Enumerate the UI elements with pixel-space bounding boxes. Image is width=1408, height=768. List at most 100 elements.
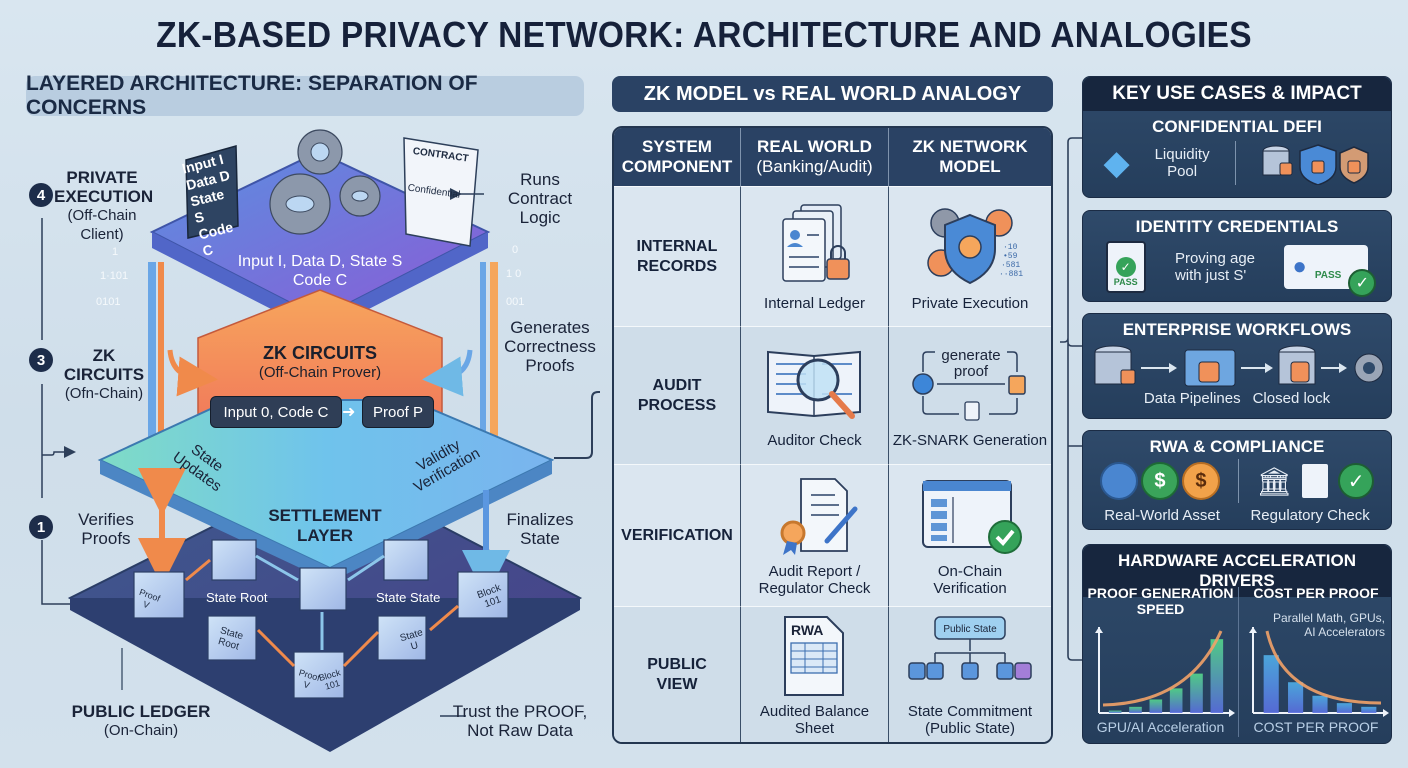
ethereum-card-icon: ◆ [1103, 144, 1130, 182]
step-1-badge: 1 [29, 515, 53, 539]
verifies-proofs-label: Verifies Proofs [78, 510, 134, 548]
digits-text: •59 [1003, 252, 1018, 261]
x-axis-arrow [1229, 709, 1235, 717]
data-pipeline-icon [1094, 345, 1384, 387]
zk-circuits-step-label: ZK CIRCUITS (Ofn-Chain) [63, 346, 145, 402]
regulatory-icons: 🏛 ✓ [1257, 463, 1375, 499]
contract-document: CONTRACT Confidential [406, 145, 470, 201]
state-tree-icon: Public State [908, 615, 1032, 680]
balance-sheet-icon: RWA [783, 615, 844, 696]
gpu-acceleration-caption: GPU/AI Acceleration [1096, 719, 1225, 735]
document-check-icon [1302, 464, 1329, 498]
confidential-defi-title: CONFIDENTIAL DEFI [1152, 117, 1322, 136]
chart-bar [1169, 688, 1183, 713]
settlement-layer-label: SETTLEMENT LAYER [268, 506, 382, 545]
enterprise-workflows-card: ENTERPRISE WORKFLOWS Data Pipelines Clos… [1082, 313, 1392, 419]
layered-architecture-heading: LAYERED ARCHITECTURE: SEPARATION OF CONC… [26, 72, 584, 119]
divider [1234, 141, 1236, 185]
chart-bar [1129, 706, 1142, 713]
column-header-real-world: REAL WORLD(Banking/Audit) [741, 128, 889, 186]
bank-icon: 🏛 [1256, 465, 1293, 497]
proof-cycle-icon: generate proof [912, 347, 1026, 421]
use-cases-bracket [1060, 137, 1082, 661]
binary-decoration: 1·101 [100, 270, 129, 282]
check-circle-icon: ✓ [1348, 269, 1377, 297]
person-icon: ● [1292, 253, 1307, 280]
rwa-captions: Real-World Asset Regulatory Check [1083, 507, 1391, 524]
trend-curve [1102, 630, 1223, 707]
closed-lock-text: Closed lock [1252, 390, 1331, 407]
chart-bar [1149, 699, 1163, 713]
chart-bar [1312, 695, 1328, 713]
rwa-compliance-title: RWA & COMPLIANCE [1149, 437, 1325, 456]
trend-curve [1265, 630, 1382, 705]
x-axis-arrow [1383, 709, 1389, 717]
verified-window-icon [922, 479, 1022, 554]
public-state-text: Public State [943, 624, 997, 635]
zk-circuits-title: ZK CIRCUITS (Off-Chain Prover) [258, 343, 382, 382]
cost-per-proof-title: COST PER PROOF [1253, 585, 1379, 601]
proof-speed-chart [1095, 627, 1235, 717]
rwa-text: RWA [791, 622, 823, 638]
binary-decoration: 1 [112, 246, 119, 258]
top-layer-caption: Input I, Data D, State S Code C [237, 253, 403, 289]
trust-the-proof-label: Trust the PROOF, Not Raw Data [452, 702, 588, 740]
proof-speed-title: PROOF GENERATION SPEED [1087, 585, 1234, 617]
state-state-label: State State [376, 590, 441, 605]
binary-decoration: 0 [512, 244, 519, 256]
digits-text: ·581 [1001, 261, 1020, 270]
y-axis-arrow [1249, 627, 1257, 633]
row-verification: VERIFICATION [614, 464, 741, 606]
layered-architecture-diagram [41, 129, 600, 752]
id-card-pass-icon: ● PASS ✓ [1284, 245, 1377, 297]
cell-state-commitment: Public State State Commitment (Public St… [889, 606, 1051, 742]
check-circle-icon: ✓ [1338, 463, 1375, 499]
binary-decoration: 1 0 [506, 268, 522, 280]
cost-per-proof-caption: COST PER PROOF [1253, 719, 1379, 735]
proof-text: proof [954, 363, 989, 380]
rwa-compliance-card: RWA & COMPLIANCE $ $ 🏛 ✓ Real-World Asse… [1082, 430, 1392, 530]
cost-per-proof-chart [1249, 627, 1389, 717]
cost-annotation: Parallel Math, GPUs, AI Accelerators [1272, 611, 1385, 639]
divider [1237, 459, 1239, 503]
private-execution-label: PRIVATE EXECUTION (Off-Chain Client) [54, 168, 154, 243]
hardware-acceleration-card: HARDWARE ACCELERATION DRIVERS PROOF GENE… [1082, 544, 1392, 744]
regulatory-check-text: Regulatory Check [1250, 507, 1370, 524]
proof-p-box: Proof P [362, 396, 434, 428]
divider [1238, 587, 1239, 737]
enterprise-workflows-captions: Data Pipelines Closed lock [1083, 390, 1391, 407]
state-root-label: State Root [206, 590, 268, 605]
cell-audit-report: Audit Report / Regulator Check [741, 464, 889, 606]
cell-auditor-check: Auditor Check [741, 326, 889, 464]
pass-badge: PASS [1113, 277, 1138, 287]
chart-bar [1336, 703, 1352, 713]
cell-on-chain-verification: On-Chain Verification [889, 464, 1051, 606]
cell-internal-ledger: Internal Ledger [741, 186, 889, 326]
binary-decoration: 0101 [96, 296, 121, 308]
chart-bar [1361, 706, 1377, 713]
input-code-box: Input 0, Code C [210, 396, 342, 428]
key-use-cases-header-card: KEY USE CASES & IMPACT CONFIDENTIAL DEFI… [1082, 76, 1392, 198]
rwa-compliance-icons: $ $ 🏛 ✓ [1083, 457, 1391, 507]
chart-bar [1190, 673, 1203, 713]
arrow-right-icon: ➜ [342, 404, 356, 421]
digits-text: ··881 [999, 270, 1023, 279]
clipboard-pass-icon: ✓ PASS [1105, 241, 1146, 293]
hardware-acceleration-heading: HARDWARE ACCELERATION DRIVERS [1083, 545, 1391, 597]
chart-bar [1210, 639, 1224, 713]
chart-bar [1108, 710, 1122, 713]
enterprise-workflows-title: ENTERPRISE WORKFLOWS [1122, 320, 1352, 339]
binary-decoration: 001 [506, 296, 525, 308]
step-4-badge: 4 [29, 183, 53, 207]
asset-coins-icon: $ $ [1099, 462, 1220, 500]
